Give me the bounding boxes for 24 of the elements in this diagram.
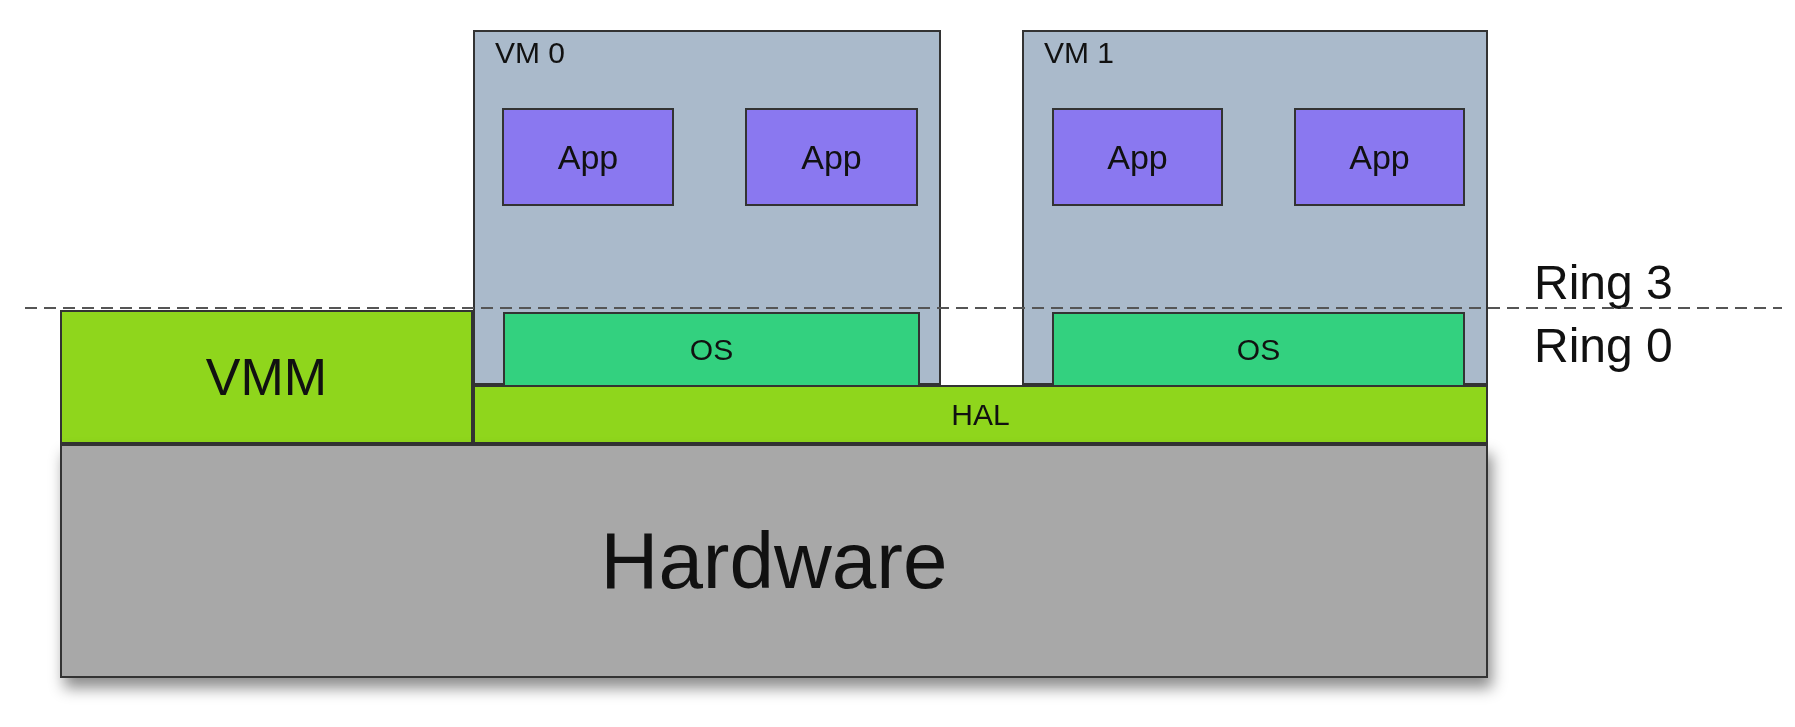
layer-label: Hardware — [600, 515, 948, 607]
layer-label: App — [1349, 137, 1410, 177]
virtual-machine-box — [1022, 30, 1488, 385]
operating-system-box — [1052, 312, 1465, 387]
layer-label: HAL — [951, 397, 1010, 432]
application-box — [502, 108, 674, 206]
application-box — [745, 108, 918, 206]
ring-label: Ring 3 — [1534, 255, 1673, 310]
application-box — [1052, 108, 1223, 206]
vm-title: VM 0 — [495, 36, 566, 70]
layer-label: OS — [1236, 332, 1281, 367]
layer-label: App — [557, 137, 619, 177]
hardware-layer — [60, 444, 1488, 678]
layer-label: OS — [689, 332, 734, 367]
layer-label: App — [801, 137, 862, 177]
ring-label: Ring 0 — [1534, 318, 1673, 373]
layer-label: App — [1107, 137, 1168, 177]
layer-label: VMM — [205, 347, 328, 407]
virtual-machine-box — [473, 30, 941, 385]
application-box — [1294, 108, 1465, 206]
vm-title: VM 1 — [1044, 36, 1115, 70]
operating-system-box — [503, 312, 920, 387]
hal-layer — [473, 385, 1488, 444]
vmm-layer — [60, 310, 473, 444]
